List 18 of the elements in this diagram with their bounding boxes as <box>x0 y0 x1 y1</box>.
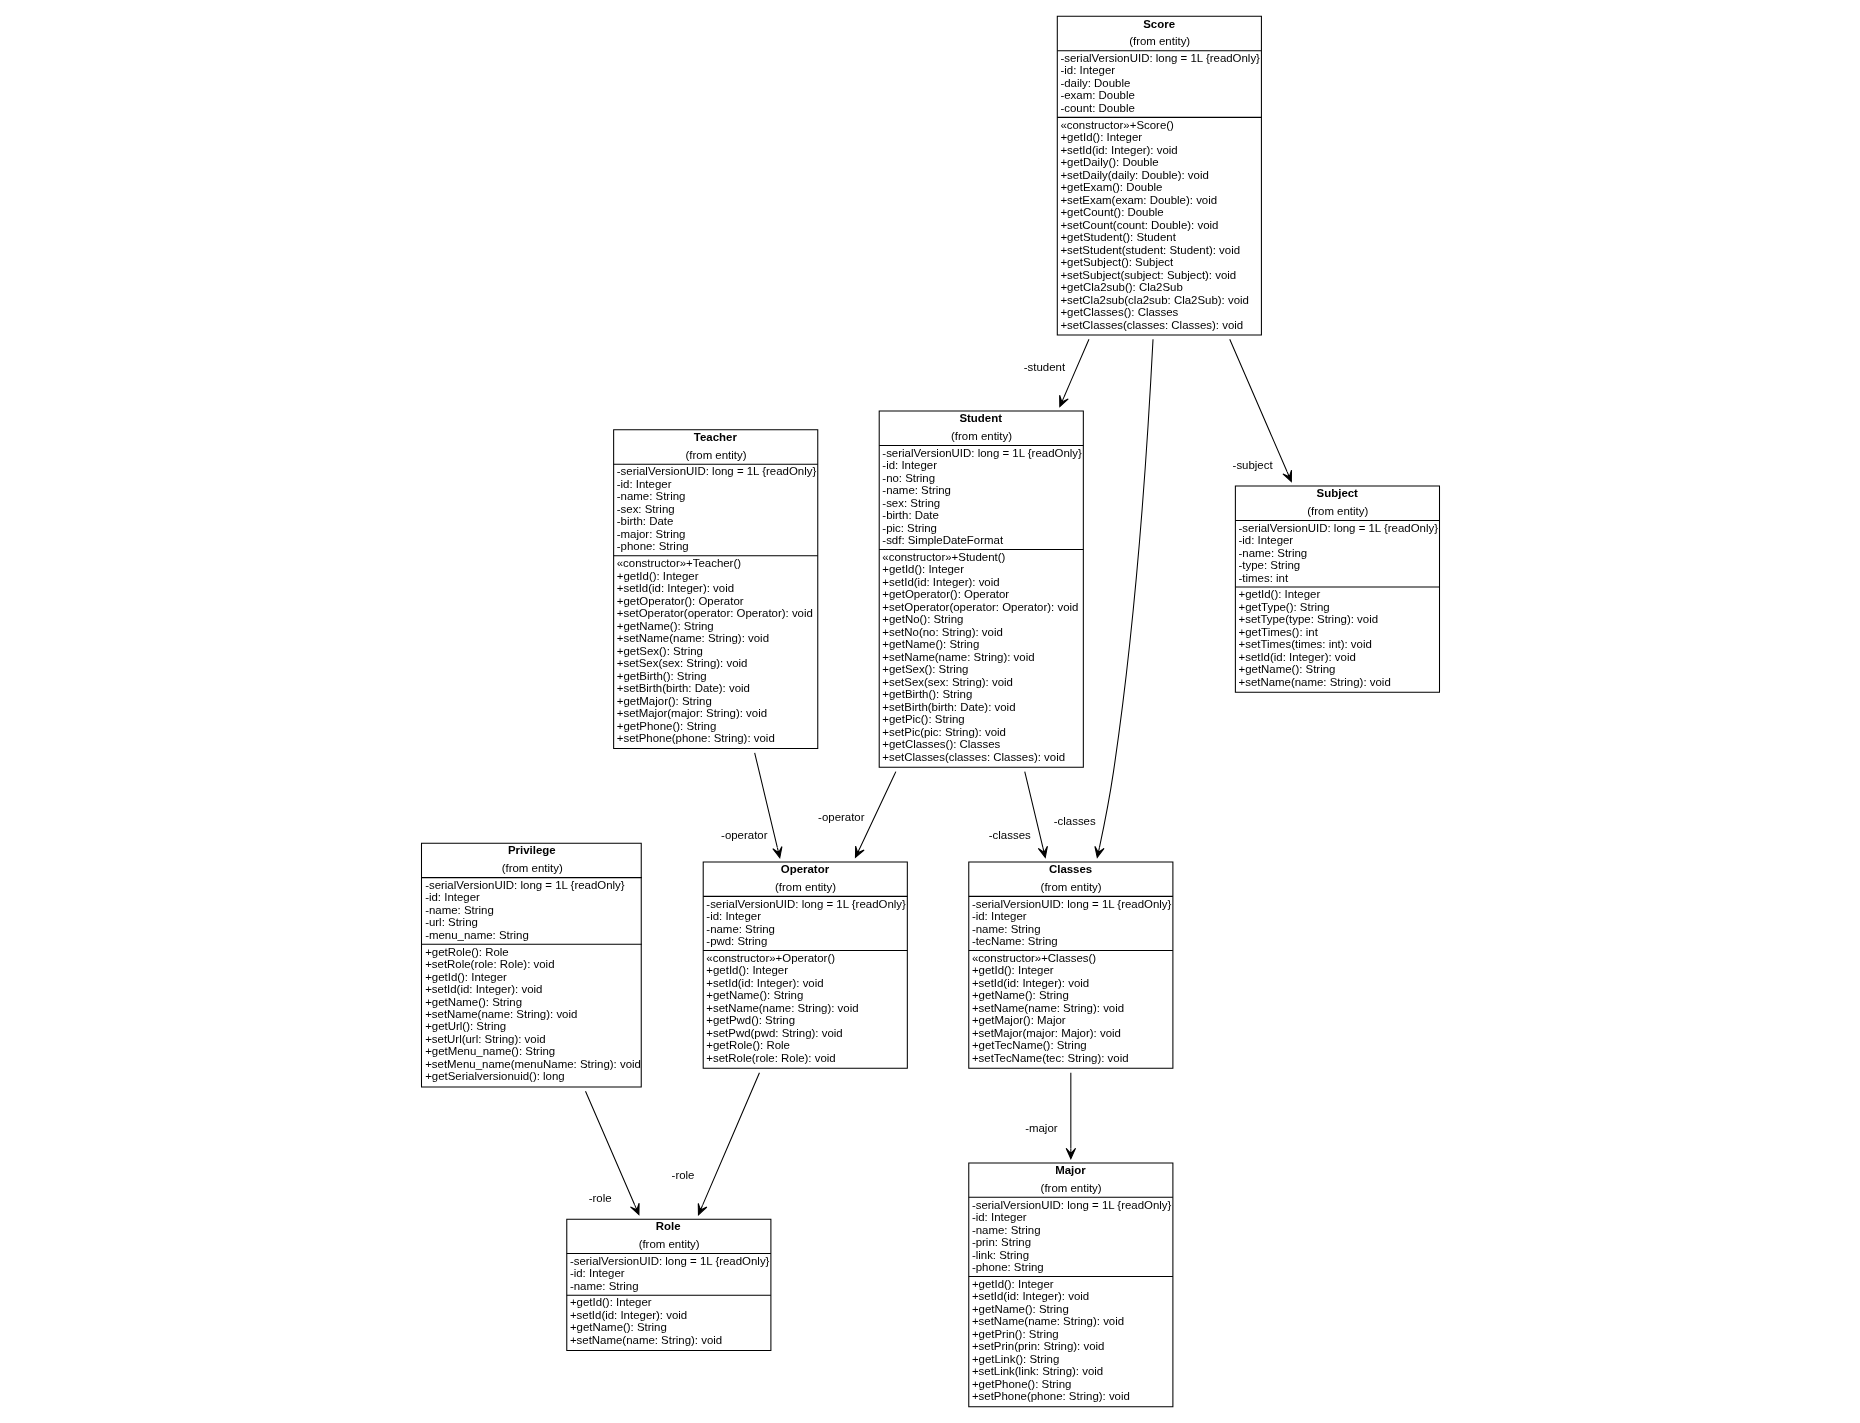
arrow <box>1023 771 1048 858</box>
edge-label: -major <box>1024 1122 1058 1135</box>
arrow <box>697 1072 760 1216</box>
edge-label: -classes <box>988 828 1031 841</box>
edge-label: -operator <box>720 828 767 841</box>
arrow <box>753 752 782 859</box>
arrow <box>854 771 896 858</box>
arrow <box>1058 338 1089 408</box>
edge-label: -operator <box>817 811 865 824</box>
edge-label: -subject <box>1232 459 1273 472</box>
arrow <box>1228 338 1292 483</box>
arrow <box>1065 1072 1076 1160</box>
arrow <box>1093 338 1154 859</box>
edge-label: -classes <box>1053 815 1096 828</box>
arrow <box>584 1090 640 1216</box>
edge-label: -role <box>588 1192 612 1205</box>
edge-label: -role <box>671 1169 694 1182</box>
edge-label: -student <box>1023 360 1065 373</box>
